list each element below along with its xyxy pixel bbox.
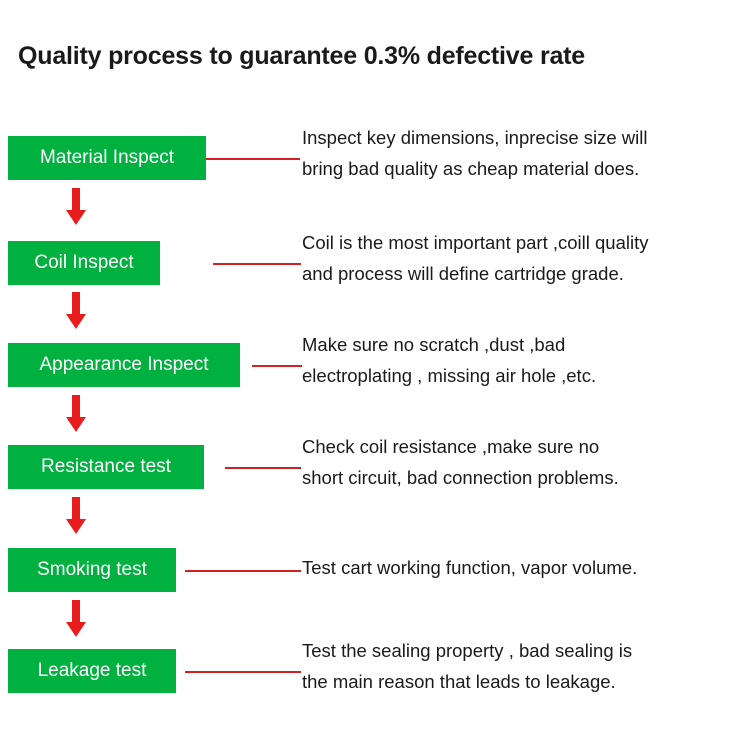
description-line: Coil is the most important part ,coill q… bbox=[302, 232, 649, 253]
arrow-down-icon-4 bbox=[66, 497, 86, 534]
step-label: Leakage test bbox=[37, 660, 147, 681]
connector-line-6 bbox=[185, 671, 301, 673]
description-line: Test cart working function, vapor volume… bbox=[302, 557, 638, 578]
step-description-5: Test cart working function, vapor volume… bbox=[302, 552, 637, 583]
connector-line-3 bbox=[252, 365, 302, 367]
step-box-material-inspect[interactable]: Material Inspect bbox=[8, 136, 206, 180]
step-box-resistance-test[interactable]: Resistance test bbox=[8, 445, 204, 489]
description-line: Make sure no scratch ,dust ,bad bbox=[302, 334, 566, 355]
step-label: Coil Inspect bbox=[34, 252, 134, 273]
description-line: electroplating , missing air hole ,etc. bbox=[302, 365, 597, 386]
arrow-down-icon-2 bbox=[66, 292, 86, 329]
step-box-smoking-test[interactable]: Smoking test bbox=[8, 548, 176, 592]
step-box-appearance-inspect[interactable]: Appearance Inspect bbox=[8, 343, 240, 387]
step-description-4: Check coil resistance ,make sure no shor… bbox=[302, 431, 619, 493]
step-box-leakage-test[interactable]: Leakage test bbox=[8, 649, 176, 693]
step-description-2: Coil is the most important part ,coill q… bbox=[302, 227, 649, 289]
connector-line-1 bbox=[206, 158, 300, 160]
connector-line-2 bbox=[213, 263, 301, 265]
step-label: Smoking test bbox=[37, 559, 147, 580]
step-label: Appearance Inspect bbox=[39, 354, 209, 375]
description-line: Check coil resistance ,make sure no bbox=[302, 436, 600, 457]
description-line: bring bad quality as cheap material does… bbox=[302, 158, 640, 179]
connector-line-5 bbox=[185, 570, 301, 572]
step-description-1: Inspect key dimensions, inprecise size w… bbox=[302, 122, 647, 184]
connector-line-4 bbox=[225, 467, 301, 469]
arrow-down-icon-3 bbox=[66, 395, 86, 432]
description-line: the main reason that leads to leakage. bbox=[302, 671, 616, 692]
step-label: Material Inspect bbox=[39, 147, 175, 168]
step-box-coil-inspect[interactable]: Coil Inspect bbox=[8, 241, 160, 285]
arrow-down-icon-1 bbox=[66, 188, 86, 225]
description-line: and process will define cartridge grade. bbox=[302, 263, 624, 284]
description-line: short circuit, bad connection problems. bbox=[302, 467, 619, 488]
arrow-down-icon-5 bbox=[66, 600, 86, 637]
page-title: Quality process to guarantee 0.3% defect… bbox=[18, 42, 586, 70]
step-description-3: Make sure no scratch ,dust ,bad electrop… bbox=[302, 329, 596, 391]
description-line: Test the sealing property , bad sealing … bbox=[302, 640, 633, 661]
step-label: Resistance test bbox=[41, 456, 171, 477]
step-description-6: Test the sealing property , bad sealing … bbox=[302, 635, 632, 697]
description-line: Inspect key dimensions, inprecise size w… bbox=[302, 127, 648, 148]
